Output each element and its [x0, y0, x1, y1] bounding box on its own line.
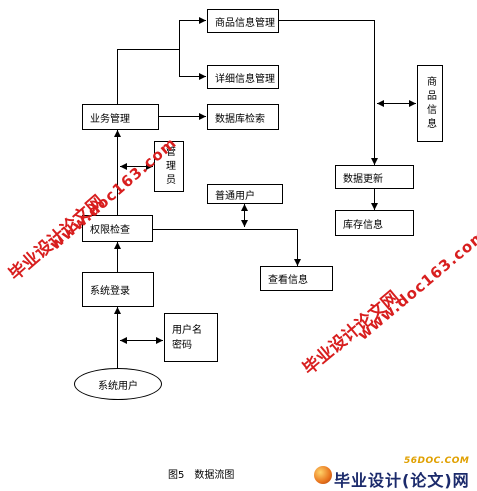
node-goods-info-side: 商品信息	[417, 65, 443, 142]
caption-title: 数据流图	[194, 470, 235, 481]
caption-figure-number: 图5	[168, 470, 185, 481]
node-detail-info-mgmt: 详细信息管理	[207, 65, 279, 89]
node-business-mgmt: 业务管理	[82, 104, 159, 130]
node-permission-check: 权限检查	[82, 215, 153, 242]
edge-branch-to-goods	[179, 17, 206, 50]
node-data-update: 数据更新	[335, 165, 414, 189]
node-view-info: 查看信息	[260, 266, 333, 291]
globe-icon	[314, 466, 332, 484]
node-stock-info: 库存信息	[335, 210, 414, 236]
node-goods-info-mgmt: 商品信息管理	[207, 9, 279, 33]
logo-name-text: 毕业设计(论文)网	[334, 471, 470, 490]
node-username-password: 用户名 密码	[164, 313, 218, 362]
node-db-search: 数据库检索	[207, 104, 279, 130]
node-system-login: 系统登录	[82, 272, 154, 307]
edge-branch-to-detail	[179, 49, 206, 80]
node-system-user: 系统用户	[74, 368, 162, 400]
edge-business-branch	[117, 49, 180, 104]
edge-goods-to-update	[279, 20, 378, 165]
logo-site-text: 56DOC.COM	[404, 456, 470, 466]
edge-permission-to-view	[153, 229, 301, 266]
figure-caption: 图5 数据流图	[168, 466, 234, 481]
node-manager: 管理员	[154, 141, 184, 192]
node-general-user: 普通用户	[207, 184, 283, 204]
site-logo: 56DOC.COM 毕业设计(论文)网	[312, 456, 477, 490]
